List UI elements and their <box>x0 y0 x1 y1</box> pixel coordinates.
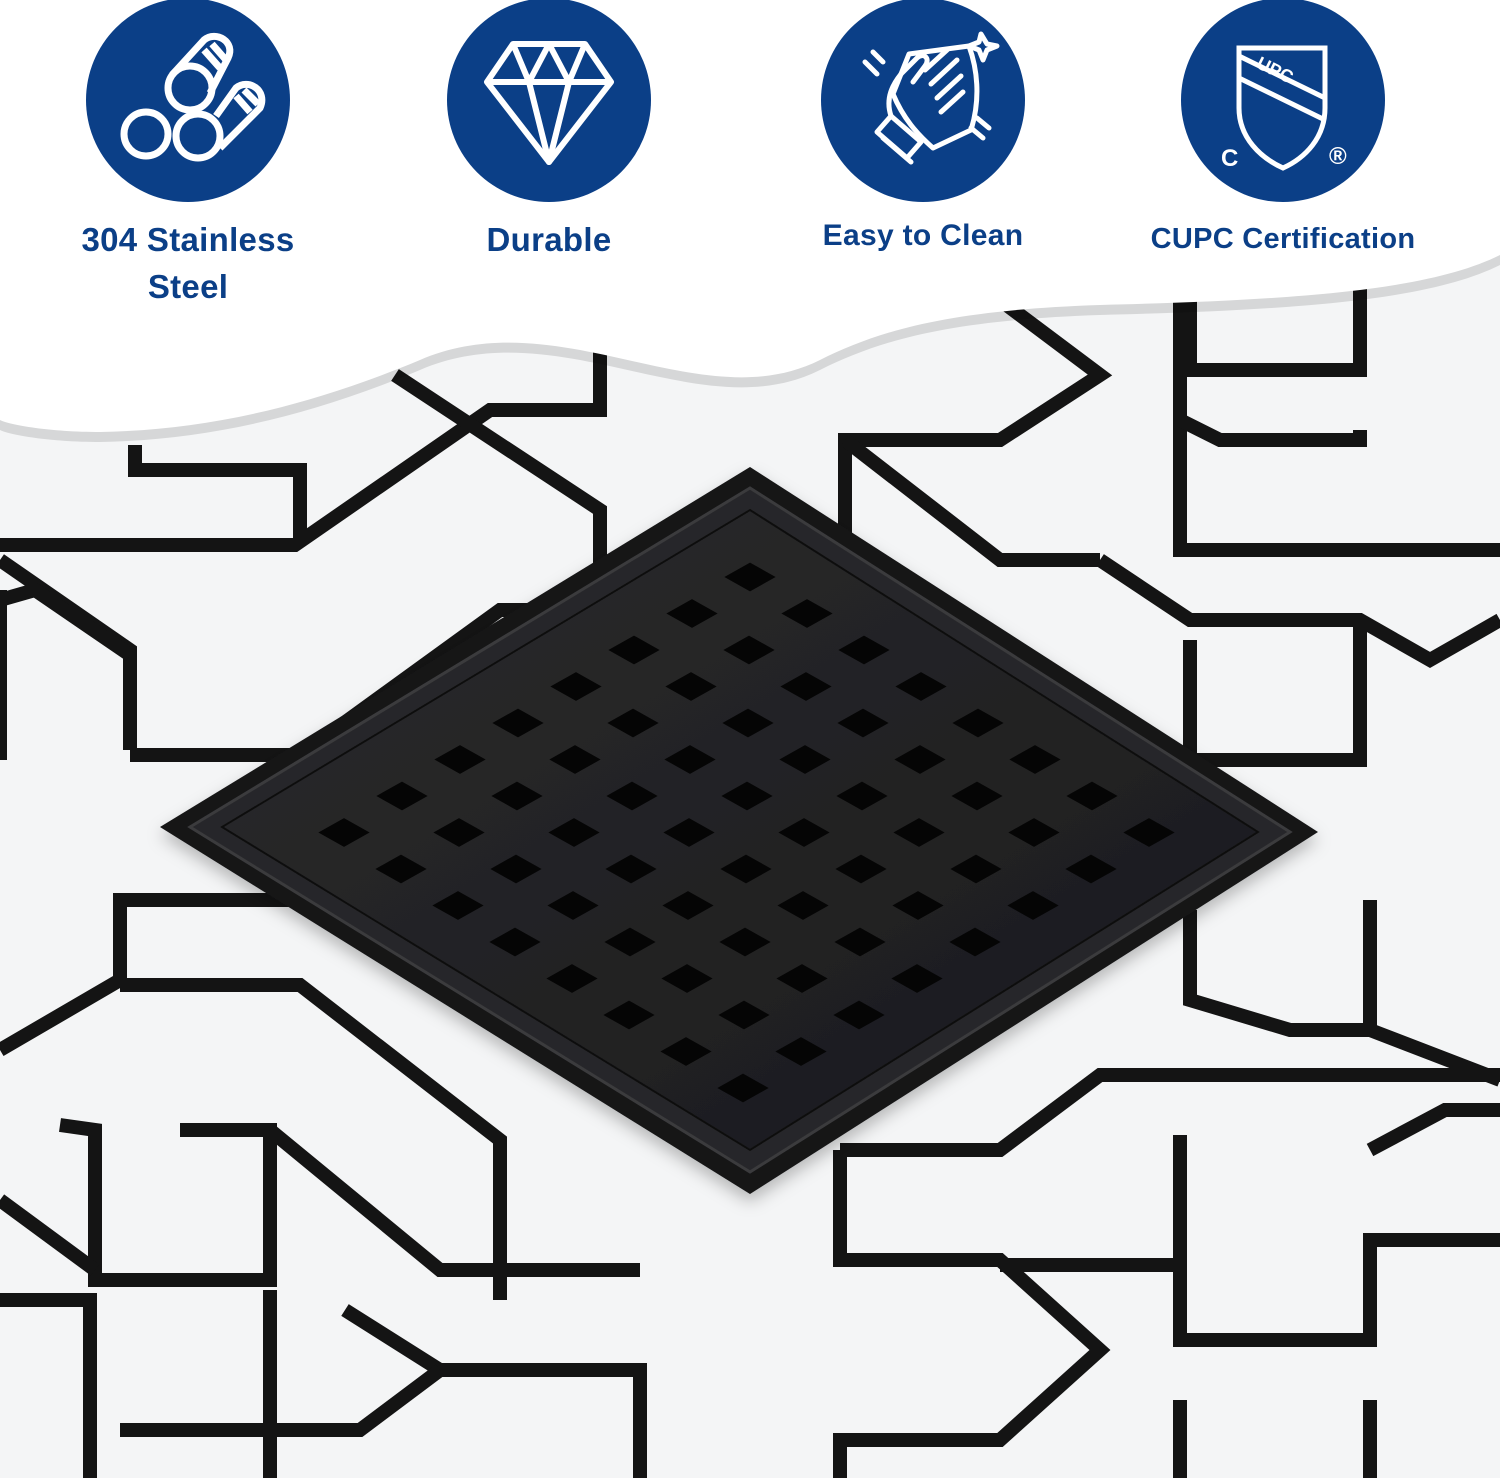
grate-hole <box>549 745 601 774</box>
grate-hole <box>717 1073 769 1103</box>
grate-hole <box>778 818 830 847</box>
feature-label-line1: CUPC Certification <box>1150 223 1416 255</box>
grate-hole <box>1065 854 1117 884</box>
header-background <box>0 0 1500 432</box>
grate-hole <box>605 854 657 884</box>
grate-hole <box>719 927 771 957</box>
grate-hole <box>724 562 776 592</box>
grate-hole <box>489 927 541 957</box>
grate-hole <box>607 708 659 738</box>
grate-hole <box>608 635 660 665</box>
grate-hole <box>836 781 888 811</box>
grate-hole <box>490 854 542 884</box>
grate-hole <box>1066 781 1118 811</box>
grate-hole <box>838 635 890 665</box>
grate-hole <box>318 818 370 847</box>
grate-hole <box>660 1037 712 1066</box>
grate-hole <box>548 818 600 847</box>
grate-hole <box>720 854 772 884</box>
grate-hole <box>951 781 1003 811</box>
grate-hole <box>777 891 829 920</box>
diamond-icon <box>484 41 614 165</box>
grate-hole <box>780 672 832 701</box>
feature-cupc-certification: UPC C ® CUPC Certification <box>1143 0 1423 263</box>
grate-hole <box>835 854 887 884</box>
grate-hole <box>950 854 1002 884</box>
grate-hole <box>665 672 717 701</box>
grate-hole <box>492 708 544 738</box>
grate-hole <box>432 891 484 920</box>
feature-label: Easy to Clean <box>783 212 1063 259</box>
grate-hole <box>781 599 833 628</box>
feature-icon-circle <box>821 0 1025 202</box>
feature-stainless-steel: 304 Stainless Steel <box>48 0 328 310</box>
feature-label-line2: Steel <box>147 268 229 305</box>
grate-hole <box>837 708 889 738</box>
grate-hole <box>433 818 485 847</box>
grate-hole <box>892 891 944 920</box>
feature-label: Durable <box>409 216 689 263</box>
cleaning-hand-icon <box>862 31 1000 165</box>
feature-easy-to-clean: Easy to Clean <box>783 0 1063 259</box>
grate-hole <box>949 927 1001 957</box>
feature-label: 304 Stainless Steel <box>48 216 328 310</box>
svg-text:UPC: UPC <box>1254 53 1297 88</box>
grate-hole <box>718 1000 770 1030</box>
feature-icon-circle: UPC C ® <box>1181 0 1385 202</box>
grate-hole <box>550 672 602 701</box>
feature-icon-circle <box>447 0 651 202</box>
grate-hole <box>546 964 598 993</box>
shower-drain <box>160 467 1318 1194</box>
grate-hole <box>547 891 599 920</box>
grate-hole <box>606 781 658 811</box>
grate-hole <box>895 672 947 701</box>
grate-hole <box>666 599 718 628</box>
feature-durable: Durable <box>409 0 689 263</box>
grate-hole <box>894 745 946 774</box>
feature-label-line1: Easy to Clean <box>822 219 1024 252</box>
grate-hole <box>604 927 656 957</box>
grate-hole <box>603 1000 655 1030</box>
grate-hole <box>491 781 543 811</box>
grate-hole <box>776 964 828 993</box>
feature-label: CUPC Certification <box>1143 216 1423 263</box>
grate-hole <box>891 964 943 993</box>
grate-hole <box>375 854 427 884</box>
grate-hole <box>664 745 716 774</box>
grate-hole <box>775 1037 827 1066</box>
grate-hole <box>952 708 1004 738</box>
grate-hole <box>833 1000 885 1030</box>
grate-hole <box>834 927 886 957</box>
grate-hole <box>661 964 713 993</box>
feature-label-line1: 304 Stainless <box>81 221 295 258</box>
grate-hole <box>662 891 714 920</box>
feature-icon-circle <box>86 0 290 202</box>
cupc-shield-icon: UPC C ® <box>1221 45 1347 172</box>
grate-hole <box>721 781 773 811</box>
grate-hole <box>1008 818 1060 847</box>
grate-hole <box>722 708 774 738</box>
grate-hole <box>376 781 428 811</box>
grate-hole <box>779 745 831 774</box>
grate-hole <box>1007 891 1059 920</box>
grate-holes <box>318 562 1175 1103</box>
pipes-icon <box>120 32 266 162</box>
feature-label-line1: Durable <box>486 221 612 258</box>
grate-hole <box>663 818 715 847</box>
grate-hole <box>434 745 486 774</box>
grate-hole <box>1009 745 1061 774</box>
svg-text:®: ® <box>1329 143 1347 170</box>
svg-text:C: C <box>1221 145 1238 172</box>
grate-hole <box>1123 818 1175 847</box>
grate-hole <box>893 818 945 847</box>
grate-hole <box>723 635 775 665</box>
